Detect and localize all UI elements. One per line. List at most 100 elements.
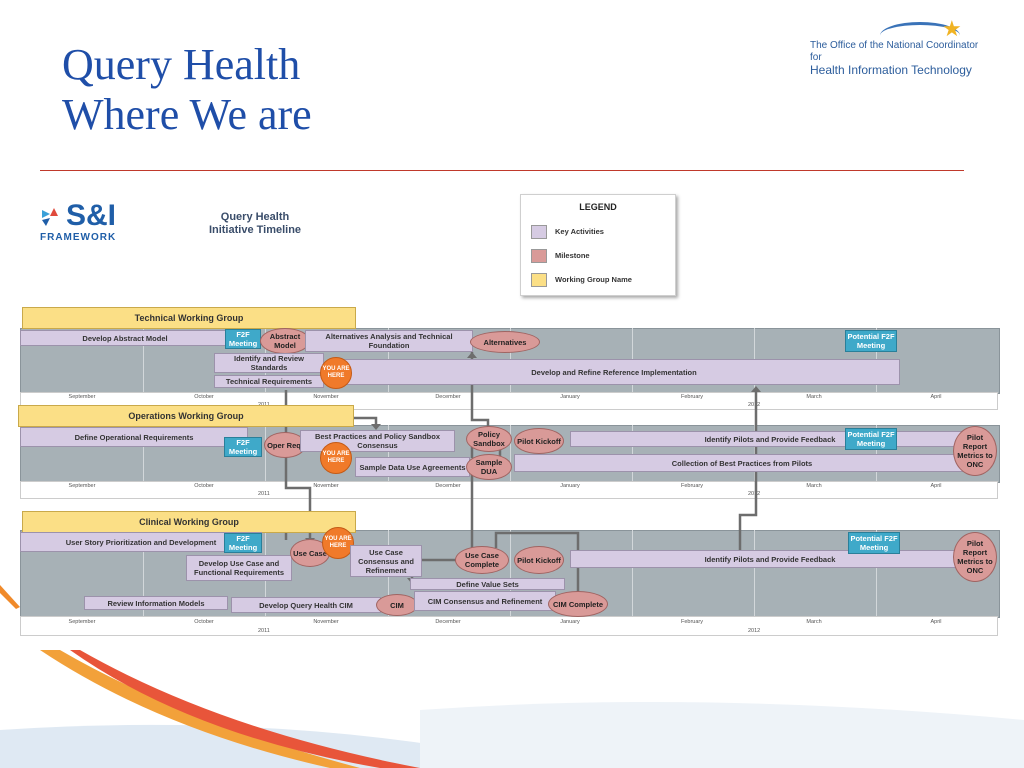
activity-define-operational-requirements: Define Operational Requirements (20, 427, 248, 447)
timeline-title-line2: Initiative Timeline (208, 224, 302, 236)
si-arrows-icon (42, 208, 58, 226)
activity-collection-best-practices: Collection of Best Practices from Pilots (514, 454, 970, 472)
title-divider (40, 170, 964, 171)
month-label: November (313, 394, 339, 400)
year-label: 2011 (258, 491, 270, 497)
potential-f2f-meeting-badge: Potential F2F Meeting (845, 428, 897, 450)
si-framework-logo: S&I FRAMEWORK (40, 199, 117, 244)
month-label: February (680, 619, 703, 625)
gridline (754, 530, 755, 616)
gridline (632, 425, 633, 481)
potential-f2f-meeting-badge: Potential F2F Meeting (848, 532, 900, 554)
decorative-swoosh-left (0, 585, 20, 609)
activity-alternatives-analysis: Alternatives Analysis and Technical Foun… (305, 330, 473, 352)
legend-label: Working Group Name (555, 275, 632, 284)
legend-item-working-group: Working Group Name (529, 269, 669, 289)
month-label: September (68, 619, 96, 625)
month-label: December (435, 394, 461, 400)
legend-item-milestone: Milestone (529, 245, 669, 265)
activity-cim-consensus: CIM Consensus and Refinement (414, 591, 556, 611)
month-label: October (194, 394, 214, 400)
gridline (632, 530, 633, 616)
year-label: 2012 (748, 402, 761, 408)
page-title: Query Health Where We are (62, 40, 312, 140)
month-label: March (806, 483, 822, 489)
page-title-line1: Query Health (62, 40, 301, 89)
gridline (510, 425, 511, 481)
page-title-line2: Where We are (62, 90, 312, 139)
onc-logo: The Office of the National Coordinator f… (810, 40, 980, 76)
milestone-use-case-complete: Use Case Complete (455, 546, 509, 574)
activity-review-information-models: Review Information Models (84, 596, 228, 610)
you-are-here-marker: YOU ARE HERE (322, 527, 354, 559)
activity-develop-abstract-model: Develop Abstract Model (20, 330, 230, 346)
year-label: 2012 (748, 628, 761, 634)
activity-define-value-sets: Define Value Sets (410, 578, 565, 590)
si-logo-mark: S&I (66, 199, 117, 232)
month-label: March (806, 619, 822, 625)
month-label: March (806, 394, 822, 400)
month-label: January (560, 619, 580, 625)
onc-star-icon: ★ (942, 16, 962, 41)
month-label: April (930, 483, 942, 489)
month-label: October (194, 483, 214, 489)
milestone-pilot-report: Pilot Report Metrics to ONC (953, 426, 997, 476)
activity-identify-pilots-feedback: Identify Pilots and Provide Feedback (570, 550, 970, 568)
month-label: January (560, 394, 580, 400)
clin-month-axis (20, 616, 998, 636)
f2f-meeting-badge: F2F Meeting (224, 437, 262, 457)
month-label: April (930, 394, 942, 400)
activity-sample-data-use-agreements: Sample Data Use Agreements (355, 457, 470, 477)
milestone-policy-sandbox: Policy Sandbox (466, 426, 512, 452)
activity-develop-refine-reference: Develop and Refine Reference Implementat… (328, 359, 900, 385)
month-label: January (560, 483, 580, 489)
gridline (143, 425, 144, 481)
legend-label: Key Activities (555, 227, 604, 236)
month-label: October (194, 619, 214, 625)
milestone-cim: CIM (376, 594, 418, 616)
year-label: 2011 (258, 628, 270, 634)
month-label: February (680, 394, 703, 400)
legend-swatch (531, 225, 547, 239)
activity-user-story-prioritization: User Story Prioritization and Developmen… (20, 532, 262, 552)
milestone-pilot-report: Pilot Report Metrics to ONC (953, 532, 997, 582)
milestone-alternatives: Alternatives (470, 331, 540, 353)
legend-label: Milestone (555, 251, 590, 260)
month-label: February (680, 483, 703, 489)
month-label: September (68, 483, 96, 489)
timeline-title: Query Health Initiative Timeline (190, 211, 320, 237)
milestone-cim-complete: CIM Complete (548, 591, 608, 617)
onc-arc-icon (880, 22, 960, 49)
wg-label-operations: Operations Working Group (18, 405, 354, 427)
timeline-title-line1: Query Health (220, 211, 290, 223)
activity-use-case-consensus: Use Case Consensus and Refinement (350, 545, 422, 577)
onc-logo-line1: The Office of the National Coordinator f… (810, 40, 979, 63)
decorative-swoosh (0, 650, 1024, 768)
activity-technical-requirements: Technical Requirements (214, 375, 324, 388)
milestone-abstract-model: Abstract Model (260, 328, 310, 354)
milestone-pilot-kickoff: Pilot Kickoff (514, 428, 564, 454)
activity-develop-use-case: Develop Use Case and Functional Requirem… (186, 555, 292, 581)
si-logo-sub: FRAMEWORK (40, 232, 117, 243)
legend-swatch (531, 273, 547, 287)
activity-develop-query-health-cim: Develop Query Health CIM (231, 597, 381, 613)
month-label: November (313, 483, 339, 489)
legend-title: LEGEND (579, 202, 617, 212)
legend: LEGEND Key Activities Milestone Working … (520, 194, 676, 296)
gridline (388, 425, 389, 481)
gridline (876, 530, 877, 616)
legend-swatch (531, 249, 547, 263)
you-are-here-marker: YOU ARE HERE (320, 442, 352, 474)
gridline (876, 425, 877, 481)
month-label: November (313, 619, 339, 625)
activity-identify-pilots-feedback: Identify Pilots and Provide Feedback (570, 431, 970, 447)
milestone-pilot-kickoff: Pilot Kickoff (514, 546, 564, 574)
gridline (265, 425, 266, 481)
f2f-meeting-badge: F2F Meeting (224, 533, 262, 553)
legend-item-key-activities: Key Activities (529, 221, 669, 241)
potential-f2f-meeting-badge: Potential F2F Meeting (845, 330, 897, 352)
month-label: December (435, 619, 461, 625)
activity-identify-review-standards: Identify and Review Standards (214, 353, 324, 373)
wg-label-technical: Technical Working Group (22, 307, 356, 329)
milestone-sample-dua: Sample DUA (466, 454, 512, 480)
